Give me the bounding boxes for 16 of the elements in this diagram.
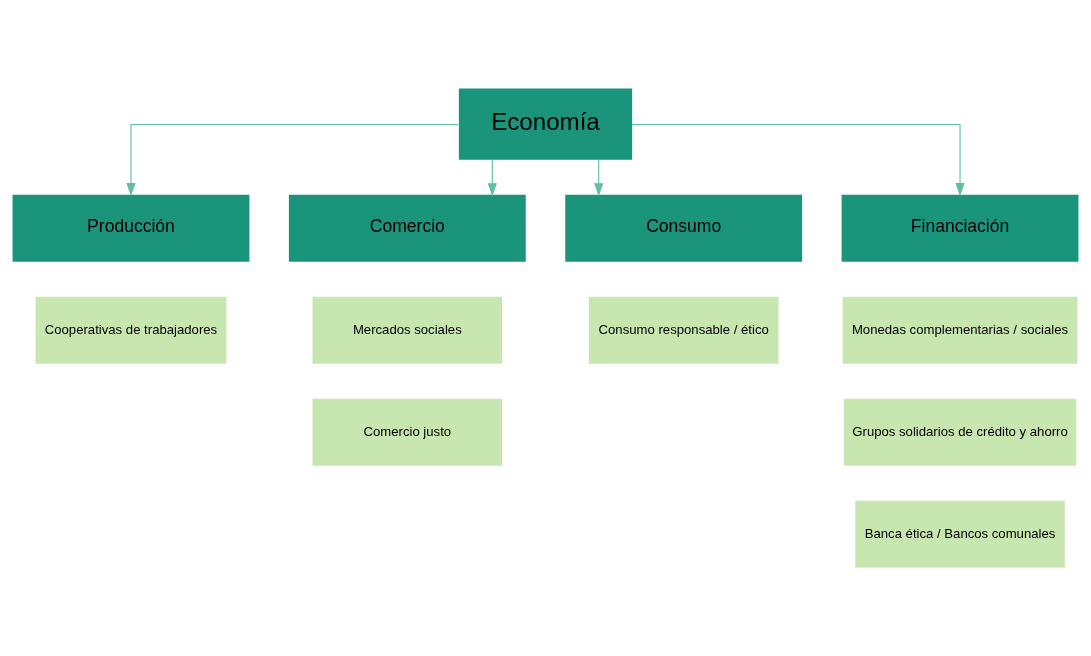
node-box: Financiación [841,194,1079,262]
node-box: Mercados sociales [312,296,503,364]
arrow [126,124,460,197]
node-box: Monedas complementarias / sociales [842,296,1078,364]
node-box: Comercio [288,194,526,262]
node-box: Economía [458,88,633,160]
node-box: Consumo responsable / ético [588,296,779,364]
node-box: Consumo [565,194,803,262]
arrow [594,159,604,197]
node-box: Grupos solidarios de crédito y ahorro [843,398,1077,466]
node-box: Banca ética / Bancos comunales [855,500,1065,568]
arrow [631,124,965,197]
node-box: Producción [12,194,250,262]
arrow [487,159,497,197]
node-box: Cooperativas de trabajadores [35,296,227,364]
node-box: Comercio justo [312,398,503,466]
